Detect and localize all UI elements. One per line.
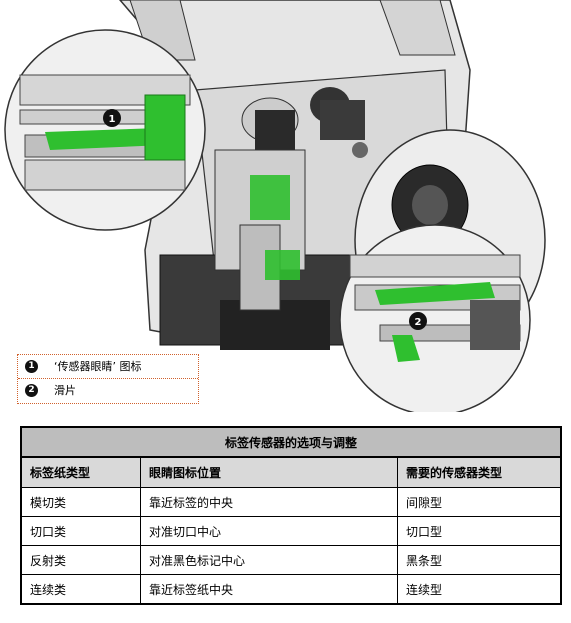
callout-1: 1 — [109, 114, 116, 125]
sensor-options-table: 标签传感器的选项与调整 标签纸类型 眼睛图标位置 需要的传感器类型 模切类 靠近… — [20, 426, 562, 605]
printer-illustration: 1 2 — [4, 0, 546, 412]
table-title: 标签传感器的选项与调整 — [20, 426, 562, 458]
legend-row: 2 滑片 — [18, 379, 198, 402]
table-header-row: 标签纸类型 眼睛图标位置 需要的传感器类型 — [20, 456, 562, 488]
legend-label: ‘传感器眼睛’ 图标 — [54, 360, 142, 373]
table-cell: 对准切口中心 — [140, 516, 398, 546]
legend-row: 1 ‘传感器眼睛’ 图标 — [18, 355, 198, 379]
legend-number-1: 1 — [25, 360, 38, 373]
table-cell: 切口类 — [20, 516, 141, 546]
table-row: 切口类 对准切口中心 切口型 — [20, 516, 562, 546]
table-cell: 靠近标签的中央 — [140, 487, 398, 517]
table-cell: 切口型 — [397, 516, 562, 546]
zoom-detail-sensor-eye: 1 — [4, 29, 206, 231]
table-cell: 靠近标签纸中央 — [140, 574, 398, 605]
table-row: 模切类 靠近标签的中央 间隙型 — [20, 487, 562, 517]
legend-box: 1 ‘传感器眼睛’ 图标 2 滑片 — [17, 354, 199, 404]
table-cell: 黑条型 — [397, 545, 562, 575]
table-row: 连续类 靠近标签纸中央 连续型 — [20, 574, 562, 605]
callout-2: 2 — [415, 317, 422, 328]
table-cell: 连续类 — [20, 574, 141, 605]
table-caption-row: 标签传感器的选项与调整 — [20, 426, 562, 458]
column-header: 标签纸类型 — [20, 456, 141, 488]
zoom-detail-slider: 2 — [339, 224, 531, 412]
table-row: 反射类 对准黑色标记中心 黑条型 — [20, 545, 562, 575]
column-header: 眼睛图标位置 — [140, 456, 398, 488]
table-cell: 对准黑色标记中心 — [140, 545, 398, 575]
table-cell: 连续型 — [397, 574, 562, 605]
table-cell: 反射类 — [20, 545, 141, 575]
table-cell: 模切类 — [20, 487, 141, 517]
table-cell: 间隙型 — [397, 487, 562, 517]
legend-label: 滑片 — [54, 384, 76, 397]
legend-number-2: 2 — [25, 384, 38, 397]
column-header: 需要的传感器类型 — [397, 456, 562, 488]
